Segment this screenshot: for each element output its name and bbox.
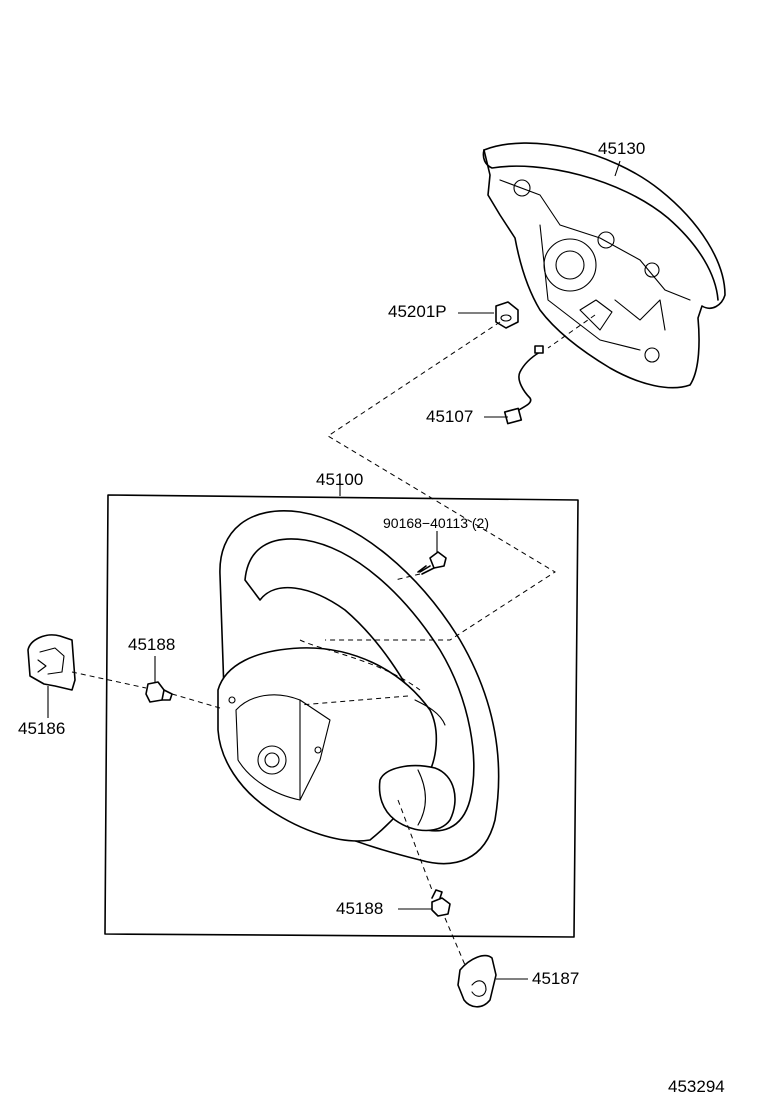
label-45187: 45187 [532, 969, 580, 988]
label-90168-40113: 90168−40113 (2) [383, 515, 489, 531]
plug-45188-upper [145, 681, 173, 703]
assembly-dashed-lines [71, 314, 596, 966]
assembly-frame [104, 494, 579, 938]
label-45186: 45186 [18, 719, 66, 738]
wire-harness-45107 [503, 345, 544, 425]
leader-lines [47, 160, 621, 980]
label-45100: 45100 [316, 470, 364, 489]
airbag-pad-45130 [482, 142, 726, 389]
steering-wheel-45100 [217, 510, 500, 865]
cover-45187 [457, 954, 497, 1008]
diagram-number: 453294 [668, 1077, 725, 1096]
cover-45186 [27, 634, 76, 691]
label-45107: 45107 [426, 407, 474, 426]
nut-45201P [495, 301, 519, 329]
label-45188-upper: 45188 [128, 635, 176, 654]
bolt-90168 [417, 551, 447, 575]
plug-45188-lower [431, 889, 451, 917]
label-45130: 45130 [598, 139, 646, 158]
label-45201P: 45201P [388, 302, 447, 321]
label-45188-lower: 45188 [336, 899, 384, 918]
